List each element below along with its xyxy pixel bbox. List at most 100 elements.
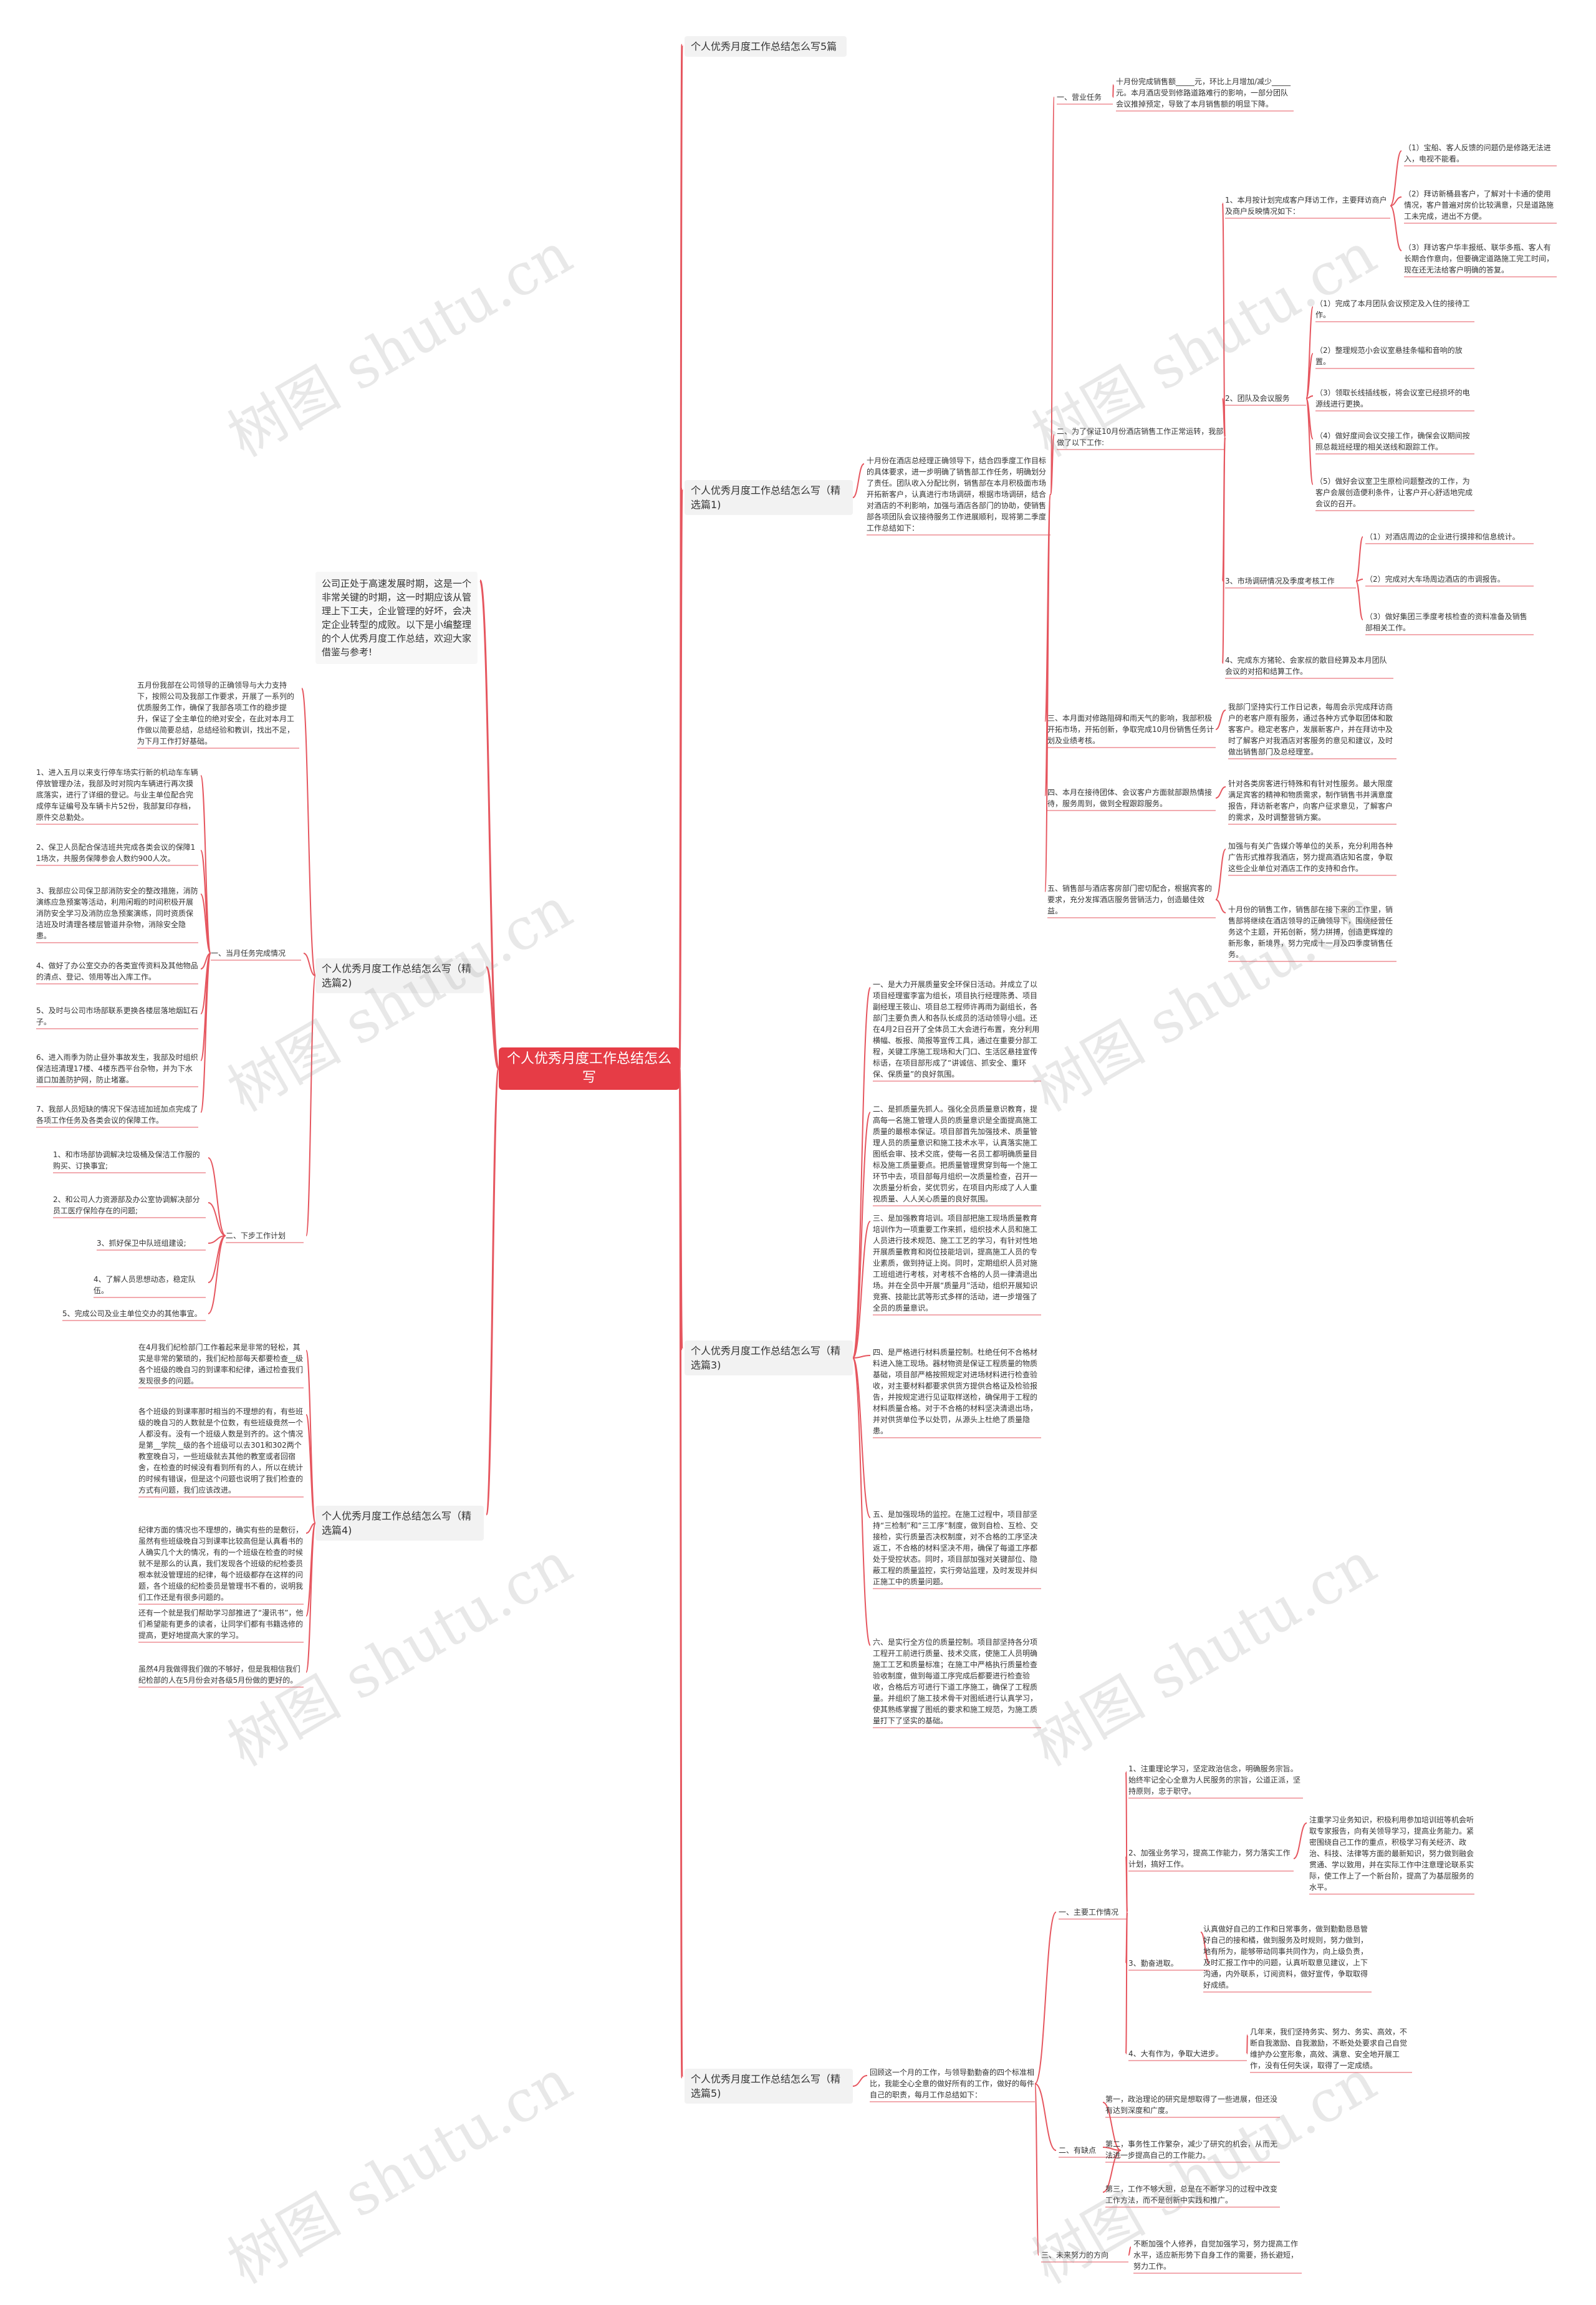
s1-c2-item-2: （2）整理规范小会议室悬挂条幅和音响的放置。 bbox=[1315, 346, 1463, 366]
s5-b-item-1: 第一，政治理论的研究是想取得了一些进展，但还没有达到深度和广度。 bbox=[1105, 2095, 1278, 2115]
s5-a-label[interactable]: 一、主要工作情况 bbox=[1059, 1908, 1119, 1917]
s1-c3-label[interactable]: 3、市场调研情况及季度考核工作 bbox=[1225, 577, 1335, 585]
s1-wu-item-2: 十月份的销售工作，销售部在接下来的工作里，销售部将继续在酒店领导的正确领导下，围… bbox=[1228, 905, 1393, 959]
s1-yingye-label[interactable]: 一、营业任务 bbox=[1057, 93, 1102, 102]
connector-line bbox=[200, 953, 211, 970]
s5-a4-label[interactable]: 4、大有作为，争取大进步。 bbox=[1128, 2049, 1223, 2058]
s5-a1: 1、注重理论学习，坚定政治信念，明确服务宗旨。始终牢记全心全意为人民服务的宗旨，… bbox=[1128, 1764, 1301, 1796]
connector-line bbox=[1125, 1912, 1128, 1964]
connector-line bbox=[208, 1235, 226, 1314]
connector-line bbox=[1390, 150, 1402, 206]
connector-line bbox=[1305, 395, 1314, 399]
connector-line bbox=[1305, 398, 1314, 440]
connector-line bbox=[1222, 436, 1226, 664]
intro-note: 公司正处于高速发展时期，这是一个非常关键的时期，这一时期应该从管理上下工夫，企业… bbox=[315, 572, 478, 664]
connector-line bbox=[485, 966, 500, 1070]
connector-line bbox=[1128, 2246, 1132, 2256]
s1-c3-item-3: （3）做好集团三季度考核检查的资料准备及销售部相关工作。 bbox=[1365, 612, 1527, 632]
connector-line bbox=[200, 775, 211, 954]
s3-item-5: 五、是加强现场的监控。在施工过程中，项目部坚持“三检制”和“三工序”制度，做到自… bbox=[873, 1510, 1038, 1586]
s1-san-label[interactable]: 三、本月面对修路阻碍和雨天气的影响，我部积极开拓市场，开拓创新，争取完成10月份… bbox=[1047, 714, 1214, 745]
s2-b-item-1: 1、和市场部协调解决垃圾桶及保洁工作服的购买、订换事宜; bbox=[53, 1150, 200, 1170]
connector-line bbox=[1390, 205, 1402, 251]
s2-a-item-7: 7、我部人员短缺的情况下保洁班加班加点完成了各项工作任务及各类会议的保障工作。 bbox=[36, 1105, 198, 1125]
connector-line bbox=[1125, 1771, 1128, 1913]
s1-er-label[interactable]: 二、为了保证10月份酒店销售工作正常运转，我部做了以下工作: bbox=[1057, 427, 1224, 447]
connector-line bbox=[303, 953, 316, 976]
s5-a3-label[interactable]: 3、勤奋进取。 bbox=[1128, 1959, 1178, 1968]
watermark: 树图 shutu.cn bbox=[217, 2047, 583, 2297]
branch-5-pieces[interactable]: 个人优秀月度工作总结怎么写5篇 bbox=[685, 36, 847, 57]
s1-c1-item-1: （1）宝船、客人反馈的问题仍是修路无法进入，电视不能看。 bbox=[1404, 143, 1551, 163]
s1-c2-item-5: （5）做好会议室卫生原检问题整改的工作，为客户会展创造便利条件，让客户开心舒适地… bbox=[1315, 477, 1473, 508]
s1-si-text: 针对各类房客进行特殊和有针对性服务。最大限度满足宾客的精神和物质需求，制作销售书… bbox=[1228, 779, 1393, 822]
connector-line bbox=[305, 1350, 316, 1524]
connector-line bbox=[1390, 196, 1402, 206]
s5-a2-label[interactable]: 2、加强业务学习，提高工作能力，努力落实工作计划，搞好工作。 bbox=[1128, 1849, 1291, 1869]
connector-line bbox=[678, 1067, 683, 1350]
branch-s1[interactable]: 个人优秀月度工作总结怎么写（精选篇1) bbox=[685, 480, 853, 515]
s5-b-label[interactable]: 二、有缺点 bbox=[1059, 2146, 1097, 2155]
s1-c1-item-3: （3）拜访客户华丰报纸、联华多瓶、客人有长期合作意向，但要确定道路施工完工时间，… bbox=[1404, 243, 1554, 274]
connector-line bbox=[479, 579, 500, 1070]
s2-a-item-3: 3、我部应公司保卫部消防安全的整改措施，消防演练应急预案等活动，利用闲暇的时间积… bbox=[36, 887, 198, 940]
s1-c3-item-2: （2）完成对大车场周边酒店的市调报告。 bbox=[1365, 575, 1505, 584]
connector-line bbox=[852, 1112, 871, 1359]
connector-line bbox=[305, 1523, 316, 1673]
s1-si-label[interactable]: 四、本月在接待团体、会议客户方面就部跟热情接待，服务周到，做到全程跟踪服务。 bbox=[1047, 788, 1213, 808]
connector-line bbox=[1215, 710, 1226, 730]
s2-a-label[interactable]: 一、当月任务完成情况 bbox=[211, 949, 286, 958]
connector-line bbox=[1215, 786, 1226, 799]
s2-a-item-5: 5、及时与公司市场部联系更换各楼层落地烟缸石子。 bbox=[36, 1006, 198, 1026]
s5-a2-text: 注重学习业务知识，积极利用参加培训班等机会听取专家报告，向有关领导学习，提高业务… bbox=[1309, 1816, 1474, 1892]
s5-a3-text: 认真做好自己的工作和日常事务，做到勤勤恳恳管好自己的接和橘，做到服务及时规则，努… bbox=[1203, 1925, 1368, 1990]
connector-line bbox=[1305, 306, 1314, 399]
connector-line bbox=[208, 1235, 226, 1244]
s1-c4-label[interactable]: 4、完成东方猪轮、会家叔的散目经算及本月团队会议的对招和结算工作。 bbox=[1225, 656, 1387, 676]
s3-item-6: 六、是实行全方位的质量控制。项目部坚持各分项工程开工前进行质量、技术交底，使施工… bbox=[873, 1638, 1038, 1725]
connector-line bbox=[1355, 580, 1363, 620]
connector-line bbox=[1293, 1822, 1307, 1859]
s3-item-3: 三、是加强教育培训。项目部把施工现场质量教育培训作为一项重要工作来抓，组织技术人… bbox=[873, 1214, 1038, 1312]
connector-line bbox=[305, 1523, 316, 1617]
watermark: 树图 shutu.cn bbox=[217, 220, 583, 470]
s1-c2-item-3: （3）领取长线插线板，将会议室已经损坏的电源线进行更换。 bbox=[1315, 388, 1470, 408]
connector-line bbox=[1044, 494, 1051, 892]
s3-item-2: 二、是抓质量先抓人。强化全员质量意识教育，提高每一名施工管理人员的质量意识是全面… bbox=[873, 1105, 1038, 1203]
s2-a-item-4: 4、做好了办公室交办的各类宣传资料及其他物品的清点、登记、领用等出入库工作。 bbox=[36, 961, 198, 981]
s1-c3-item-1: （1）对酒店周边的企业进行摸排和信息统计。 bbox=[1365, 532, 1520, 541]
s1-c2-item-4: （4）做好度间会议交接工作，确保会议期间按照总裁班经理的相关送线和跟踪工作。 bbox=[1315, 431, 1470, 451]
s1-c1-label[interactable]: 1、本月按计划完成客户拜访工作，主要拜访商户及商户反映情况如下： bbox=[1225, 196, 1387, 216]
connector-line bbox=[208, 1235, 226, 1283]
connector-line bbox=[852, 2075, 868, 2087]
s5-c-label[interactable]: 三、未来努力的方向 bbox=[1041, 2251, 1109, 2259]
s1-san-text: 我部门坚持实行工作日记表，每周会示完成拜访商户的老客户原有服务，通过各种方式争取… bbox=[1228, 703, 1393, 756]
s2-a-item-2: 2、保卫人员配合保洁班共完成各类会议的保障11场次，共服务保障参会人数约900人… bbox=[36, 843, 196, 863]
s5-a4-text: 几年来，我们坚持务实、努力、务实、高效，不断自我激励、自我激励，不断处处要求自己… bbox=[1250, 2028, 1408, 2070]
branch-s4[interactable]: 个人优秀月度工作总结怎么写（精选篇4) bbox=[315, 1506, 484, 1541]
connector-line bbox=[852, 1357, 871, 1646]
s2-a-item-1: 1、进入五月以来支行停车场实行新的机动车车辆停放管理办法，我部及时对院内车辆进行… bbox=[36, 768, 198, 822]
connector-line bbox=[852, 987, 871, 1359]
connector-line bbox=[1050, 434, 1055, 495]
branch-s5[interactable]: 个人优秀月度工作总结怎么写（精选篇5) bbox=[685, 2069, 853, 2104]
branch-s3[interactable]: 个人优秀月度工作总结怎么写（精选篇3) bbox=[685, 1340, 853, 1375]
connector-line bbox=[200, 953, 211, 1113]
watermark: 树图 shutu.cn bbox=[1021, 1529, 1387, 1779]
s5-c-text: 不断加强个人修养，自觉加强学习，努力提高工作水平，适应新形势下自身工作的需要，扬… bbox=[1133, 2240, 1299, 2271]
s5-intro: 回顾这一个月的工作，与领导勤勤奋的四个标准相比，我能全心全意的做好所有的工作，做… bbox=[870, 2068, 1035, 2099]
connector-line bbox=[1034, 2083, 1039, 2256]
s1-c2-label[interactable]: 2、团队及会议服务 bbox=[1225, 394, 1290, 403]
root-node[interactable]: 个人优秀月度工作总结怎么写 bbox=[499, 1047, 680, 1090]
connector-line bbox=[200, 953, 211, 1014]
s2-b-label[interactable]: 二、下步工作计划 bbox=[226, 1231, 286, 1240]
branch-s2[interactable]: 个人优秀月度工作总结怎么写（精选篇2) bbox=[315, 958, 484, 993]
connector-line bbox=[1355, 536, 1363, 582]
s1-wu-label[interactable]: 五、销售部与酒店客房部门密切配合，根据宾客的要求，充分发挥酒店服务营销活力，创造… bbox=[1047, 884, 1213, 915]
connector-line bbox=[1355, 579, 1363, 582]
connector-line bbox=[305, 975, 316, 1236]
s2-b-item-5: 5、完成公司及业主单位交办的其他事宜。 bbox=[62, 1309, 202, 1318]
s4-item-3: 纪律方面的情况也不理想的，确实有些的是敷衍，虽然有些班级晚自习到课率比较高但是认… bbox=[138, 1526, 304, 1602]
s2-a-item-6: 6、进入雨季为防止昼外事故发生，我部及时组织保洁班清理17楼、4楼东西平台杂物，… bbox=[36, 1053, 198, 1084]
s4-item-4: 还有一个就是我们帮助学习部推进了“漫讯书”，他们希望能有更多的读者，让同学们都有… bbox=[138, 1609, 304, 1640]
